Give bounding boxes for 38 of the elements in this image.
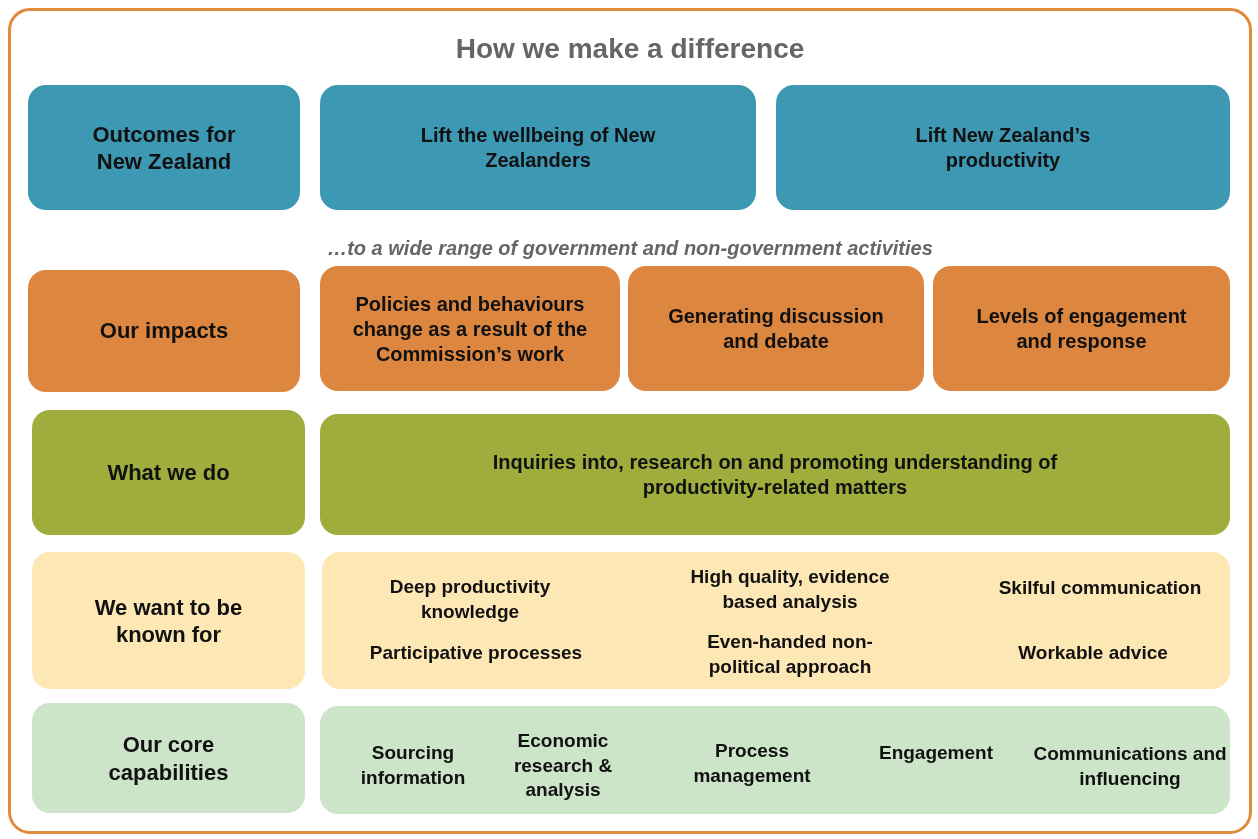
frame [8,8,1252,834]
item-text: Communications and influencing [1032,742,1228,791]
row-heading-box [32,410,305,535]
box-label: Our core capabilities [107,730,230,786]
outcome-box [776,85,1230,210]
title: How we make a difference [454,33,806,65]
box-label: Generating discussion and debate [667,303,885,354]
item-text: Participative processes [368,640,584,665]
box-label: Policies and behaviours change as a result of the Commission’s work [351,291,589,366]
box-label: Lift the wellbeing of New Zealanders [419,122,657,173]
item-text: High quality, evidence based analysis [689,565,891,614]
row-heading-box [32,552,305,689]
item-text: Even-handed non-political approach [706,630,874,679]
impact-box [933,266,1230,391]
outcome-box [320,85,756,210]
item-text: Process management [692,739,812,788]
box-label: Lift New Zealand’s productivity [914,122,1092,173]
item-text: Sourcing information [359,741,467,790]
box-label: Our impacts [98,317,230,345]
item-text: Skilful communication [997,575,1203,600]
item-text: Deep productivity knowledge [388,575,552,624]
row-heading-box [28,270,300,392]
capability-panel [320,706,1230,814]
box-label: We want to be known for [93,593,244,648]
row-heading-box [28,85,300,210]
item-text: Engagement [878,740,994,765]
item-text: Workable advice [1017,640,1169,665]
attribute-panel [322,552,1230,689]
box-label: Inquiries into, research on and promoting understanding of productivity-related matters [491,449,1059,500]
impact-box [320,266,620,391]
item-text: Economic research & analysis [512,728,614,803]
box-label: Outcomes for New Zealand [91,120,237,175]
row-heading-box [32,703,305,813]
box-label: What we do [106,458,231,487]
impact-box [628,266,924,391]
note-text: …to a wide range of government and non-government activities [326,237,934,260]
activity-box [320,414,1230,535]
box-label: Levels of engagement and response [975,303,1188,354]
